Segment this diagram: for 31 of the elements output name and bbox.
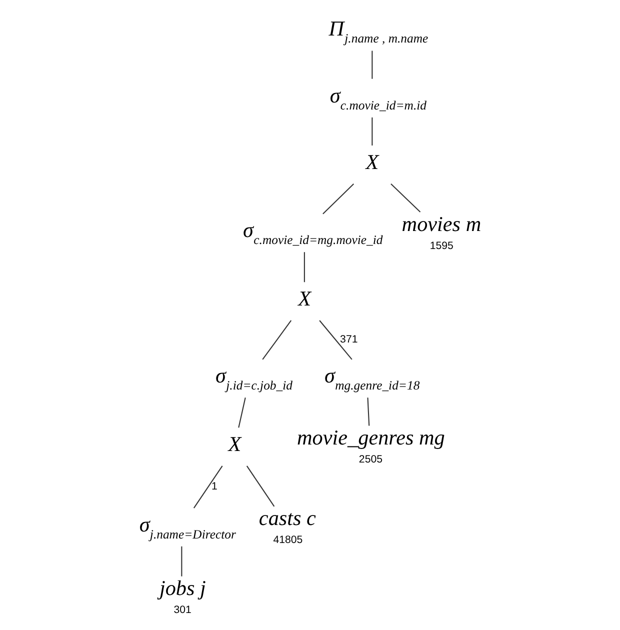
node-text: X [366,150,379,174]
node-text: X [228,432,242,456]
node-text: σ$_{j.name=Director}$ [139,512,236,542]
connector [322,183,354,214]
node-text: X [298,286,312,310]
node-label: 41805 [273,534,303,546]
connector [181,546,182,576]
connector [238,398,246,428]
node-text: σ$_{mg.genre_id=18}$ [324,364,420,393]
connector [262,320,292,360]
connector [304,252,305,282]
node-text: σ$_{j.id=c.job_id}$ [216,364,292,393]
node-text: jobs j [159,576,206,600]
node-text: casts c [258,506,316,530]
node-label: 1595 [430,240,454,252]
node-text: movies m [402,212,482,236]
node-text: movie_genres mg [297,426,445,450]
node-text: Π$_{j.name , m.name}$ [328,16,428,46]
node-label: 301 [174,604,192,616]
node-text: σ$_{c.movie_id=mg.movie_id}$ [243,218,383,248]
edge-label: 371 [340,334,358,346]
connector [372,117,373,146]
connector [372,50,373,79]
connector [193,466,223,508]
connector [390,183,421,212]
connector [246,466,275,507]
node-label: 2505 [358,454,382,466]
connector [367,398,370,426]
connector [319,320,352,360]
edge-label: 1 [212,480,218,493]
node-text: σ$_{c.movie_id=m.id}$ [330,83,427,112]
